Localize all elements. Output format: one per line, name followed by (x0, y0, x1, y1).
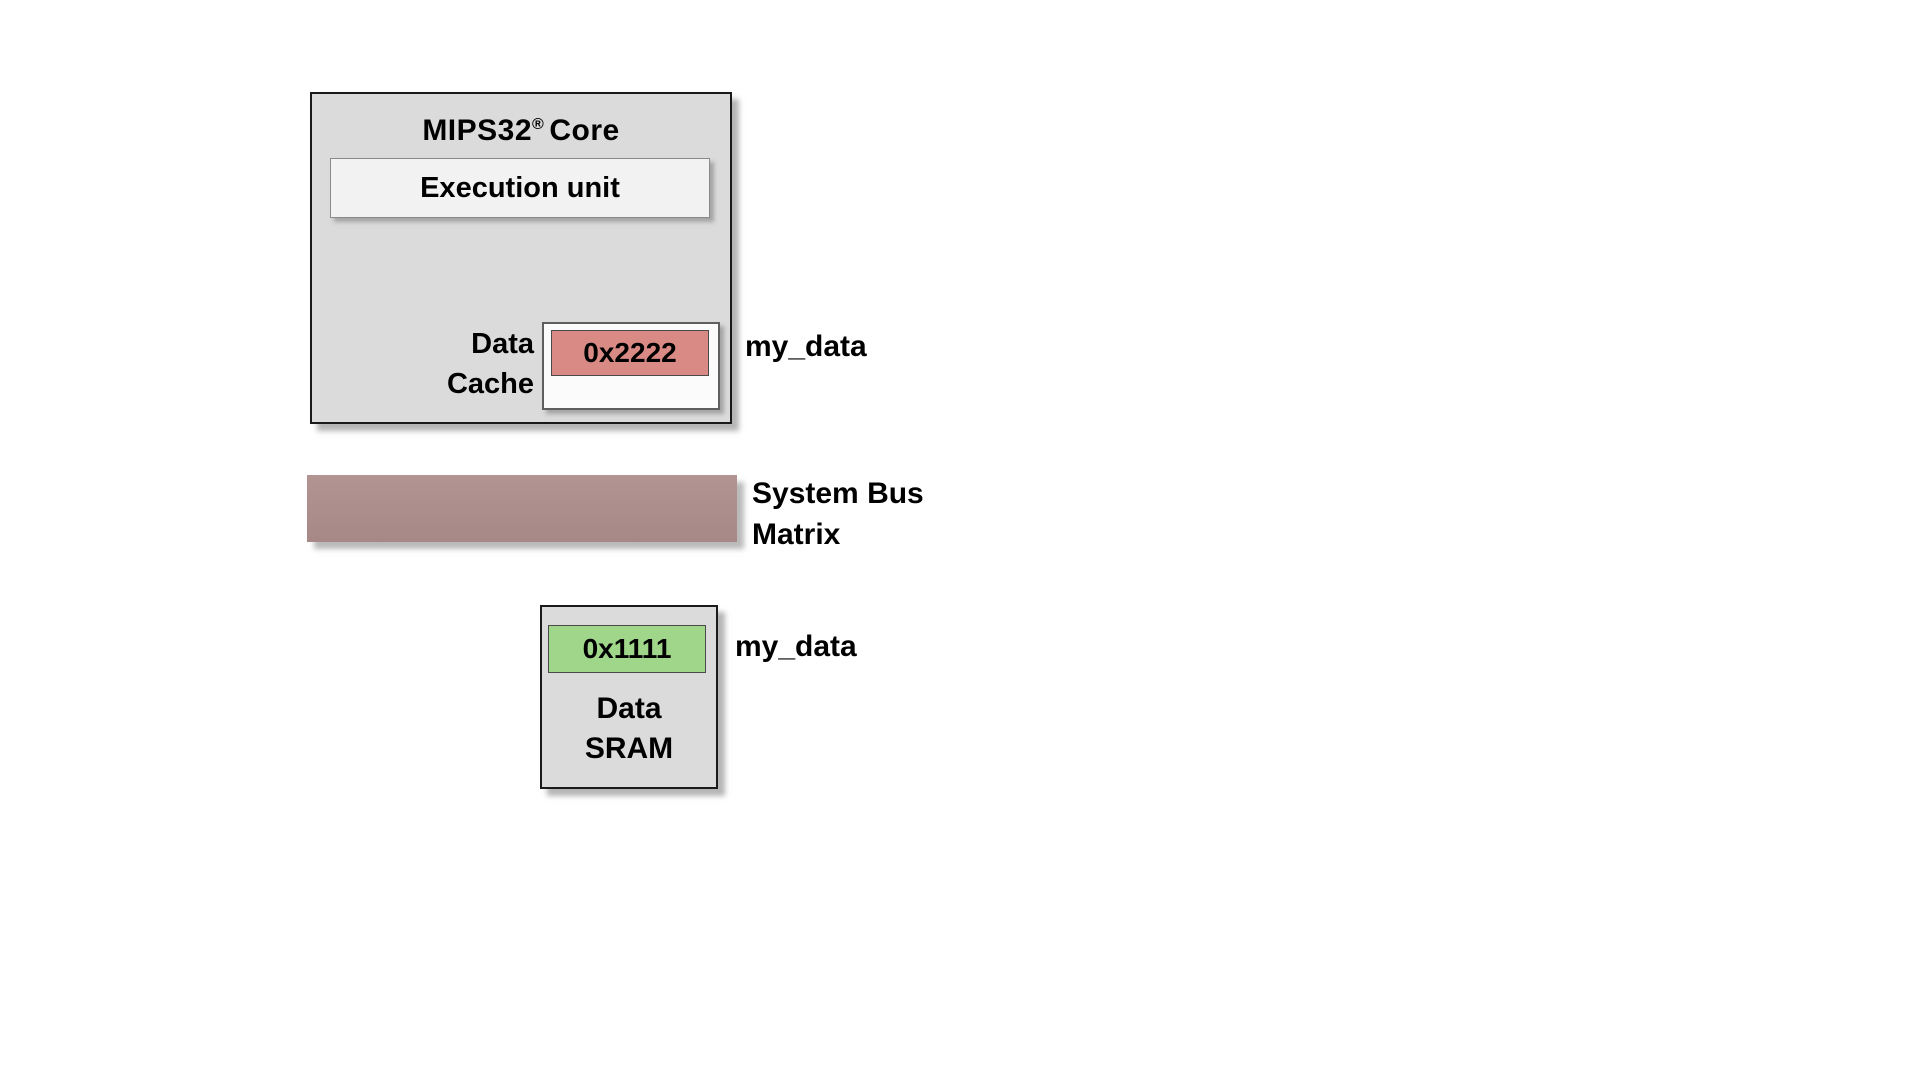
registered-trademark-symbol: ® (532, 116, 545, 133)
data-cache-label: Data Cache (312, 324, 534, 404)
sram-value-cell: 0x1111 (548, 625, 706, 673)
core-title-rest: Core (549, 114, 620, 147)
data-cache-label-line2: Cache (446, 368, 534, 400)
data-sram-block: 0x1111 Data SRAM (540, 605, 718, 789)
data-sram-label-line1: Data (596, 692, 662, 725)
data-cache-block: 0x2222 (542, 322, 720, 410)
sram-value-text: 0x1111 (582, 633, 672, 664)
system-bus-matrix-label: System Bus Matrix (752, 473, 924, 555)
cache-value-cell: 0x2222 (551, 330, 709, 376)
core-title-main: MIPS32 (422, 114, 533, 147)
system-bus-matrix-bar (307, 475, 737, 542)
system-bus-label-line2: Matrix (752, 518, 841, 551)
cache-value-text: 0x2222 (583, 337, 677, 368)
execution-unit-block: Execution unit (330, 158, 710, 218)
data-sram-label-line2: SRAM (584, 732, 674, 765)
core-title: MIPS32®Core (312, 114, 730, 148)
data-sram-label: Data SRAM (542, 689, 716, 769)
system-bus-label-line1: System Bus (752, 477, 924, 510)
data-cache-label-line1: Data (471, 328, 534, 360)
sram-my-data-annotation: my_data (735, 630, 857, 663)
cache-my-data-annotation: my_data (745, 330, 867, 363)
execution-unit-label: Execution unit (420, 171, 620, 204)
mips32-core-block: MIPS32®Core Execution unit Data Cache 0x… (310, 92, 732, 424)
